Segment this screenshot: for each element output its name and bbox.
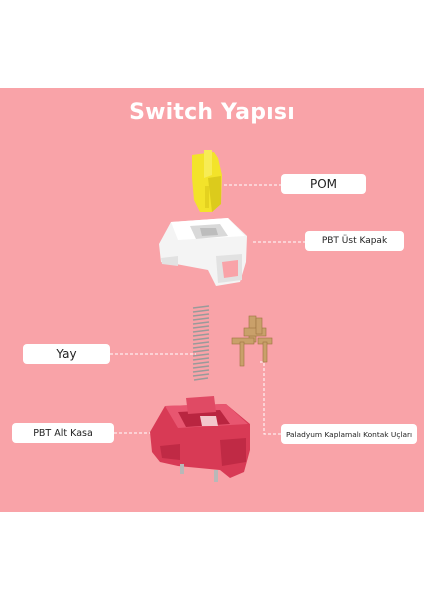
- contact-leaf-icon: [231, 315, 273, 367]
- page-title: Switch Yapısı: [129, 100, 295, 125]
- spring-icon: [192, 305, 210, 381]
- bottom-housing-icon: [150, 396, 250, 482]
- top-housing-icon: [159, 218, 247, 286]
- pom-stem-icon: [192, 150, 222, 212]
- connector-kontak: [260, 361, 281, 435]
- label-kontak: Paladyum Kaplamalı Kontak Uçları: [281, 424, 417, 444]
- label-ust-kapak: PBT Üst Kapak: [305, 231, 404, 251]
- label-yay: Yay: [23, 344, 110, 364]
- label-pom: POM: [281, 174, 366, 194]
- label-alt-kasa: PBT Alt Kasa: [12, 423, 114, 443]
